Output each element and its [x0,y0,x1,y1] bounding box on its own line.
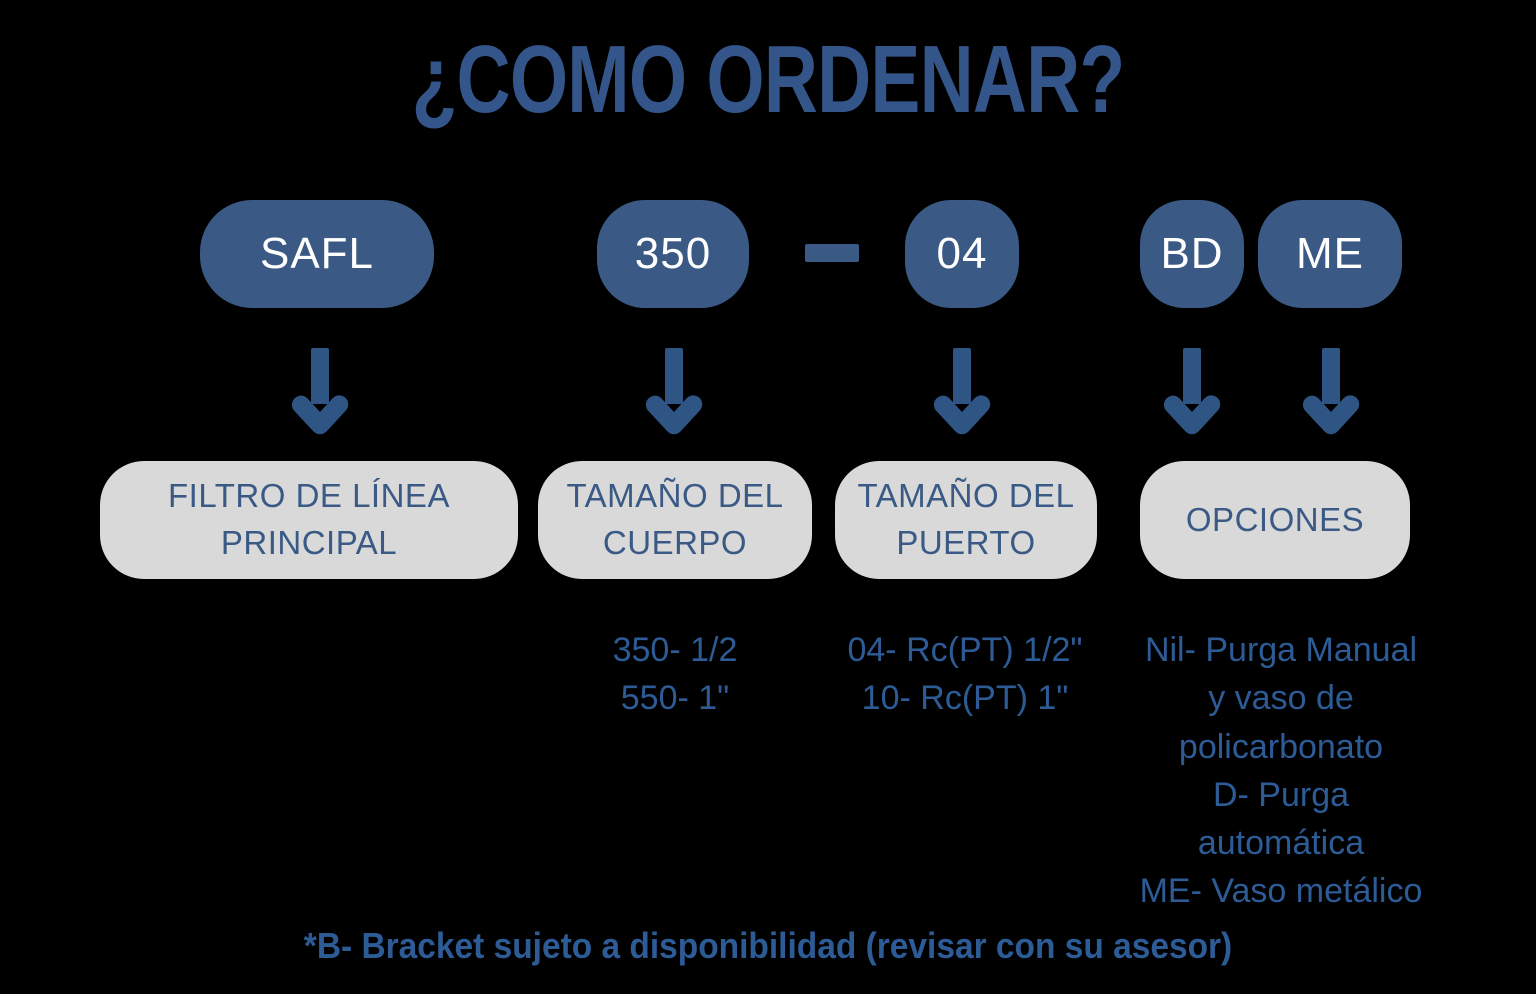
body-size-options-text: 350- 1/2 550- 1" [612,631,738,718]
page-title: ¿COMO ORDENAR? [411,26,1126,133]
category-box-puerto[interactable]: TAMAÑO DEL PUERTO [835,461,1097,579]
code-pill-me[interactable]: ME [1258,200,1402,308]
options-list-text: Nil- Purga Manual y vaso de policarbonat… [1139,631,1423,911]
footnote-text: *B- Bracket sujeto a disponibilidad (rev… [303,925,1233,966]
down-arrow-icon [284,348,356,444]
code-pill-04-label: 04 [936,229,988,278]
category-box-filtro-label: FILTRO DE LÍNEA PRINCIPAL [168,477,450,561]
dash-separator-icon [805,244,859,262]
code-pill-350[interactable]: 350 [597,200,749,308]
down-arrow-icon [926,348,998,444]
code-pill-04[interactable]: 04 [905,200,1019,308]
category-box-cuerpo[interactable]: TAMAÑO DEL CUERPO [538,461,812,579]
category-box-puerto-label: TAMAÑO DEL PUERTO [857,477,1075,561]
code-pill-me-label: ME [1296,229,1364,278]
category-box-opciones-label: OPCIONES [1185,500,1365,538]
code-pill-350-label: 350 [634,229,712,278]
category-box-cuerpo-label: TAMAÑO DEL CUERPO [566,477,784,561]
down-arrow-icon [1295,348,1367,444]
category-box-filtro[interactable]: FILTRO DE LÍNEA PRINCIPAL [100,461,518,579]
code-pill-safl[interactable]: SAFL [200,200,434,308]
category-box-opciones[interactable]: OPCIONES [1140,461,1410,579]
code-pill-safl-label: SAFL [259,229,375,278]
code-pill-bd-label: BD [1160,229,1224,278]
port-size-options-text: 04- Rc(PT) 1/2" 10- Rc(PT) 1" [847,631,1083,718]
down-arrow-icon [1156,348,1228,444]
down-arrow-icon [638,348,710,444]
code-pill-bd[interactable]: BD [1140,200,1244,308]
